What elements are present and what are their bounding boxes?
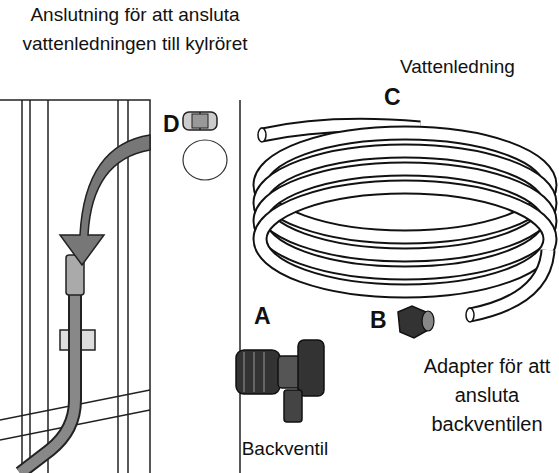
callout-letter: C (384, 84, 414, 110)
fridge-panel (0, 100, 240, 473)
callout-letter: A (254, 303, 278, 329)
callout-letter: B (370, 307, 394, 333)
water-line-coil (258, 125, 550, 322)
part-name: Adapter för att ansluta backventilen (418, 352, 556, 439)
hose-fill (20, 290, 75, 473)
callout-letter: D (163, 111, 185, 137)
connector-label: Anslutning för att ansluta vattenledning… (4, 0, 266, 58)
direction-arrow (60, 135, 150, 265)
check-valve-a (236, 340, 324, 422)
part-name: Backventil (225, 434, 345, 463)
adapter-b (398, 306, 434, 338)
part-name: Vattenledning (400, 52, 555, 81)
connector-d (183, 112, 217, 130)
hose (20, 290, 75, 473)
o-ring (183, 140, 227, 180)
